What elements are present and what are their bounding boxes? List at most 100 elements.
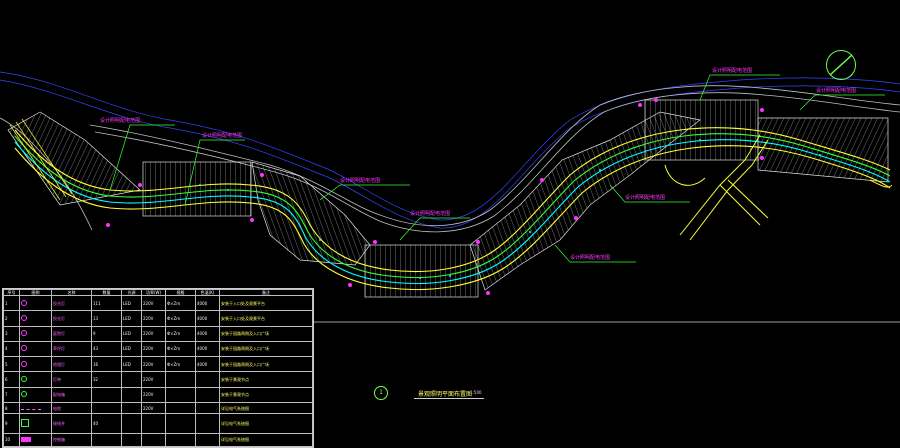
- legend-row: 2 投光灯 13 LED 220V Φ×Zm 4000 安装于入口处及观景平台: [3, 310, 313, 327]
- legend-cell-qty: 43: [91, 340, 122, 358]
- lamp-markers: [106, 98, 764, 295]
- buried-lamp-symbol-icon: [21, 360, 27, 367]
- legend-cell-temp: 4000: [195, 340, 220, 358]
- callout-label-8: 设计照明配电范围: [816, 88, 857, 94]
- legend-cell-qty: 40: [91, 413, 122, 434]
- legend-cell-temp: [195, 413, 220, 434]
- legend-cell-temp: 4000: [195, 325, 220, 342]
- legend-cell-source: [121, 371, 142, 388]
- water-contours: [0, 71, 900, 229]
- legend-row: 7 配电箱 220V 安装于景观节点: [3, 386, 313, 403]
- main-path-lines: [14, 127, 891, 291]
- legend-cell-spec: [165, 432, 196, 448]
- legend-row: 9 接线井 40 详见电气系统图: [3, 413, 313, 434]
- legend-cell-name: 控制箱: [51, 432, 92, 448]
- legend-cell-spec: Φ×Zm: [165, 310, 196, 327]
- left-entrance-lines: [9, 118, 73, 201]
- legend-row: 1 投光灯 111 LED 220V Φ×Zm 4000 安装于入口处及观景平台: [3, 294, 313, 312]
- legend-cell-spec: [165, 371, 196, 388]
- legend-cell-qty: 13: [91, 310, 122, 327]
- legend-cell-power: 220V: [141, 340, 166, 358]
- legend-cell-symbol: [19, 310, 52, 327]
- drawing-title: 景观照明平面布置图: [418, 391, 473, 398]
- light-strip-symbol-icon: [21, 376, 27, 383]
- legend-cell-name: 接线井: [51, 413, 92, 434]
- callout-label-3: 设计照明配电范围: [340, 178, 381, 184]
- fixture-dots: [199, 139, 821, 279]
- drawing-scale: 1:500: [470, 390, 482, 395]
- legend-cell-qty: [91, 432, 122, 448]
- legend-cell-temp: [195, 401, 220, 415]
- legend-cell-spec: Φ×Zm: [165, 325, 196, 342]
- legend-cell-power: 220V: [141, 386, 166, 403]
- legend-cell-power: [141, 413, 166, 434]
- legend-cell-spec: [165, 386, 196, 403]
- side-roads: [664, 134, 893, 241]
- legend-cell-spec: [165, 401, 196, 415]
- legend-cell-no: 8: [3, 401, 20, 415]
- legend-cell-source: LED: [121, 294, 142, 312]
- legend-cell-spec: Φ×Zm: [165, 356, 196, 373]
- north-arrow-circle: [826, 50, 856, 80]
- legend-cell-source: LED: [121, 340, 142, 358]
- legend-cell-note: 详见电气系统图: [219, 413, 313, 434]
- junction-well-symbol-icon: [21, 418, 29, 427]
- legend-cell-qty: 32: [91, 371, 122, 388]
- legend-cell-note: 详见电气系统图: [219, 401, 313, 415]
- legend-table: 序号 图例 名称 数量 光源 功率(W) 规格 色温(K) 备注 1 投光灯 1…: [2, 288, 314, 448]
- legend-cell-spec: Φ×Zm: [165, 294, 196, 312]
- legend-cell-note: 安装于园路两侧及入口广场: [219, 340, 313, 358]
- legend-cell-power: 220V: [141, 371, 166, 388]
- legend-cell-no: 5: [3, 356, 20, 373]
- legend-cell-source: [121, 413, 142, 434]
- legend-cell-name: 庭院灯: [51, 325, 92, 342]
- legend-cell-spec: [165, 413, 196, 434]
- legend-cell-symbol: [19, 325, 52, 342]
- legend-cell-name: 电缆: [51, 401, 92, 415]
- legend-cell-symbol: [19, 386, 52, 403]
- legend-cell-note: 安装于园路两侧及入口广场: [219, 356, 313, 373]
- legend-cell-spec: Φ×Zm: [165, 340, 196, 358]
- legend-cell-no: 7: [3, 386, 20, 403]
- legend-cell-note: 安装于景观节点: [219, 386, 313, 403]
- legend-cell-qty: [91, 386, 122, 403]
- legend-cell-no: 6: [3, 371, 20, 388]
- legend-cell-qty: 111: [91, 294, 122, 312]
- cable-symbol-icon: [21, 408, 41, 410]
- legend-cell-temp: 4000: [195, 356, 220, 373]
- lawn-lamp-symbol-icon: [21, 345, 27, 352]
- legend-cell-symbol: [19, 356, 52, 373]
- legend-cell-note: 安装于园路两侧及入口广场: [219, 325, 313, 342]
- callout-label-2: 设计照明配电范围: [202, 133, 243, 139]
- legend-cell-no: 4: [3, 340, 20, 358]
- legend-cell-symbol: [19, 294, 52, 312]
- callout-leaders: [109, 74, 885, 263]
- legend-cell-note: 安装于入口处及观景平台: [219, 310, 313, 327]
- legend-cell-no: 1: [3, 294, 20, 312]
- legend-cell-name: 地埋灯: [51, 356, 92, 373]
- legend-cell-source: LED: [121, 325, 142, 342]
- legend-cell-temp: 4000: [195, 310, 220, 327]
- legend-cell-source: [121, 401, 142, 415]
- legend-cell-name: 灯带: [51, 371, 92, 388]
- floodlight-symbol-icon: [21, 314, 27, 321]
- legend-cell-power: 220V: [141, 356, 166, 373]
- callout-label-4: 设计照明配电范围: [410, 211, 451, 217]
- legend-cell-qty: 16: [91, 356, 122, 373]
- legend-row: 3 庭院灯 9 LED 220V Φ×Zm 4000 安装于园路两侧及入口广场: [3, 325, 313, 342]
- legend-cell-qty: [91, 401, 122, 415]
- title-underline: [414, 398, 484, 399]
- legend-cell-temp: [195, 371, 220, 388]
- legend-cell-name: 草坪灯: [51, 340, 92, 358]
- callout-label-1: 设计照明配电范围: [100, 118, 141, 124]
- drawing-number-circle: 1: [374, 386, 388, 400]
- legend-row: 10 控制箱 详见电气系统图: [3, 432, 313, 448]
- legend-cell-power: [141, 432, 166, 448]
- legend-cell-symbol: [19, 413, 52, 434]
- legend-cell-power: 220V: [141, 325, 166, 342]
- legend-cell-note: 安装于景观节点: [219, 371, 313, 388]
- callout-label-5: 设计照明配电范围: [570, 255, 611, 261]
- callout-label-7: 设计照明配电范围: [712, 68, 753, 74]
- legend-cell-note: 安装于入口处及观景平台: [219, 294, 313, 312]
- control-box-symbol-icon: [21, 436, 31, 442]
